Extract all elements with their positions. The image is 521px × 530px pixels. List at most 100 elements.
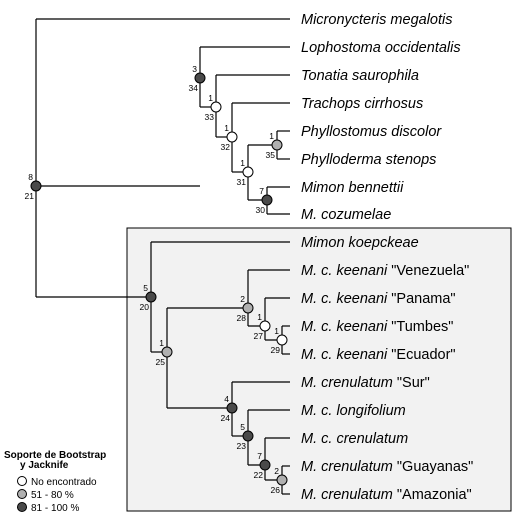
leaf-label-13-part-1: "Sur" xyxy=(397,375,430,391)
leaf-label-15: M. c. crenulatum xyxy=(301,431,408,447)
node-marker-n1a xyxy=(210,101,222,113)
leaf-label-16-part-1: "Guayanas" xyxy=(397,459,473,475)
leaf-label-8: Mimon koepckeae xyxy=(301,235,419,251)
node-label-above-n1b: 1 xyxy=(224,123,229,133)
leaf-label-14-part-0: M. c. longifolium xyxy=(301,403,406,419)
leaf-label-15-part-0: M. c. crenulatum xyxy=(301,431,408,447)
node-marker-n7a xyxy=(261,194,273,206)
leaf-label-5-part-0: Phylloderma stenops xyxy=(301,152,436,168)
leaf-label-9-part-0: M. c. keenani xyxy=(301,263,391,279)
legend-item-mid: 51 - 80 % xyxy=(31,490,74,501)
node-marker-n8 xyxy=(30,180,42,192)
node-label-above-n1g: 1 xyxy=(274,326,279,336)
node-marker-n5b xyxy=(242,430,254,442)
node-label-below-n3: 34 xyxy=(189,83,199,93)
leaf-label-6: Mimon bennettii xyxy=(301,180,404,196)
node-label-below-n1e: 25 xyxy=(156,357,166,367)
node-label-above-n2a: 2 xyxy=(240,294,245,304)
leaf-label-12-part-1: "Ecuador" xyxy=(391,347,455,363)
node-marker-n1g xyxy=(276,334,288,346)
node-label-above-n5a: 5 xyxy=(143,283,148,293)
leaf-label-4: Phyllostomus discolor xyxy=(301,124,442,140)
node-label-above-n1f: 1 xyxy=(257,312,262,322)
node-label-above-n1e: 1 xyxy=(159,338,164,348)
leaf-label-10-part-0: M. c. keenani xyxy=(301,291,391,307)
node-label-above-n1a: 1 xyxy=(208,93,213,103)
node-label-below-n2b: 26 xyxy=(271,485,281,495)
leaf-label-1: Lophostoma occidentalis xyxy=(301,40,461,56)
tree-branches xyxy=(35,18,290,495)
leaf-label-14: M. c. longifolium xyxy=(301,403,406,419)
node-label-above-n8: 8 xyxy=(28,172,33,182)
leaf-label-2: Tonatia saurophila xyxy=(301,68,419,84)
node-label-below-n8: 21 xyxy=(25,191,35,201)
node-label-below-n7b: 22 xyxy=(254,470,264,480)
legend-title-line2: y Jacknife xyxy=(20,460,69,471)
node-marker-n1b xyxy=(226,131,238,143)
node-marker-n1f xyxy=(259,320,271,332)
node-label-below-n1c: 31 xyxy=(237,177,247,187)
leaf-label-9-part-1: "Venezuela" xyxy=(391,263,469,279)
leaf-label-10: M. c. keenani "Panama" xyxy=(301,291,456,307)
leaf-label-17-part-0: M. crenulatum xyxy=(301,487,397,503)
leaf-label-7: M. cozumelae xyxy=(301,207,391,223)
leaf-label-11: M. c. keenani "Tumbes" xyxy=(301,319,453,335)
node-label-above-n2b: 2 xyxy=(274,466,279,476)
node-marker-n5a xyxy=(145,291,157,303)
leaf-label-0-part-0: Micronycteris megalotis xyxy=(301,12,453,28)
node-marker-n3 xyxy=(194,72,206,84)
node-label-below-n2a: 28 xyxy=(237,313,247,323)
leaf-label-5: Phylloderma stenops xyxy=(301,152,436,168)
node-label-below-n5a: 20 xyxy=(140,302,150,312)
node-label-above-n3: 3 xyxy=(192,64,197,74)
node-label-above-n1d: 1 xyxy=(269,131,274,141)
leaf-label-2-part-0: Tonatia saurophila xyxy=(301,68,419,84)
node-marker-n2a xyxy=(242,302,254,314)
leaf-label-16: M. crenulatum "Guayanas" xyxy=(301,459,473,475)
leaf-label-11-part-0: M. c. keenani xyxy=(301,319,391,335)
node-label-below-n1a: 33 xyxy=(205,112,215,122)
support-legend: Soporte de Bootstrap y Jacknife No encon… xyxy=(4,450,106,514)
node-label-above-n1c: 1 xyxy=(240,158,245,168)
node-marker-n7b xyxy=(259,459,271,471)
leaf-label-17: M. crenulatum "Amazonia" xyxy=(301,487,472,503)
leaf-label-1-part-0: Lophostoma occidentalis xyxy=(301,40,461,56)
node-label-below-n5b: 23 xyxy=(237,441,247,451)
legend-item-high: 81 - 100 % xyxy=(31,503,79,514)
leaf-label-11-part-1: "Tumbes" xyxy=(391,319,453,335)
node-label-above-n7a: 7 xyxy=(259,186,264,196)
leaf-label-3: Trachops cirrhosus xyxy=(301,96,423,112)
legend-item-none: No encontrado xyxy=(31,477,97,488)
leaf-label-13-part-0: M. crenulatum xyxy=(301,375,397,391)
leaf-label-0: Micronycteris megalotis xyxy=(301,12,453,28)
node-marker-n1e xyxy=(161,346,173,358)
node-marker-n1c xyxy=(242,166,254,178)
highlighted-clade-box xyxy=(126,227,512,512)
node-marker-n4 xyxy=(226,402,238,414)
leaf-label-3-part-0: Trachops cirrhosus xyxy=(301,96,423,112)
node-label-below-n1g: 29 xyxy=(271,345,281,355)
leaf-label-13: M. crenulatum "Sur" xyxy=(301,375,430,391)
leaf-label-12-part-0: M. c. keenani xyxy=(301,347,391,363)
legend-marker-high xyxy=(17,502,27,512)
leaf-label-10-part-1: "Panama" xyxy=(391,291,455,307)
leaf-label-6-part-0: Mimon bennettii xyxy=(301,180,404,196)
leaf-label-16-part-0: M. crenulatum xyxy=(301,459,397,475)
node-label-below-n7a: 30 xyxy=(256,205,266,215)
legend-title-line1: Soporte de Bootstrap xyxy=(4,450,106,461)
node-label-below-n1f: 27 xyxy=(254,331,264,341)
node-marker-n2b xyxy=(276,474,288,486)
leaf-label-12: M. c. keenani "Ecuador" xyxy=(301,347,456,363)
node-label-above-n4: 4 xyxy=(224,394,229,404)
node-label-below-n1b: 32 xyxy=(221,142,231,152)
legend-marker-none xyxy=(17,476,27,486)
leaf-label-17-part-1: "Amazonia" xyxy=(397,487,472,503)
leaf-label-8-part-0: Mimon koepckeae xyxy=(301,235,419,251)
leaf-label-4-part-0: Phyllostomus discolor xyxy=(301,124,442,140)
node-label-below-n4: 24 xyxy=(221,413,231,423)
leaf-label-7-part-0: M. cozumelae xyxy=(301,207,391,223)
node-label-above-n7b: 7 xyxy=(257,451,262,461)
legend-marker-mid xyxy=(17,489,27,499)
